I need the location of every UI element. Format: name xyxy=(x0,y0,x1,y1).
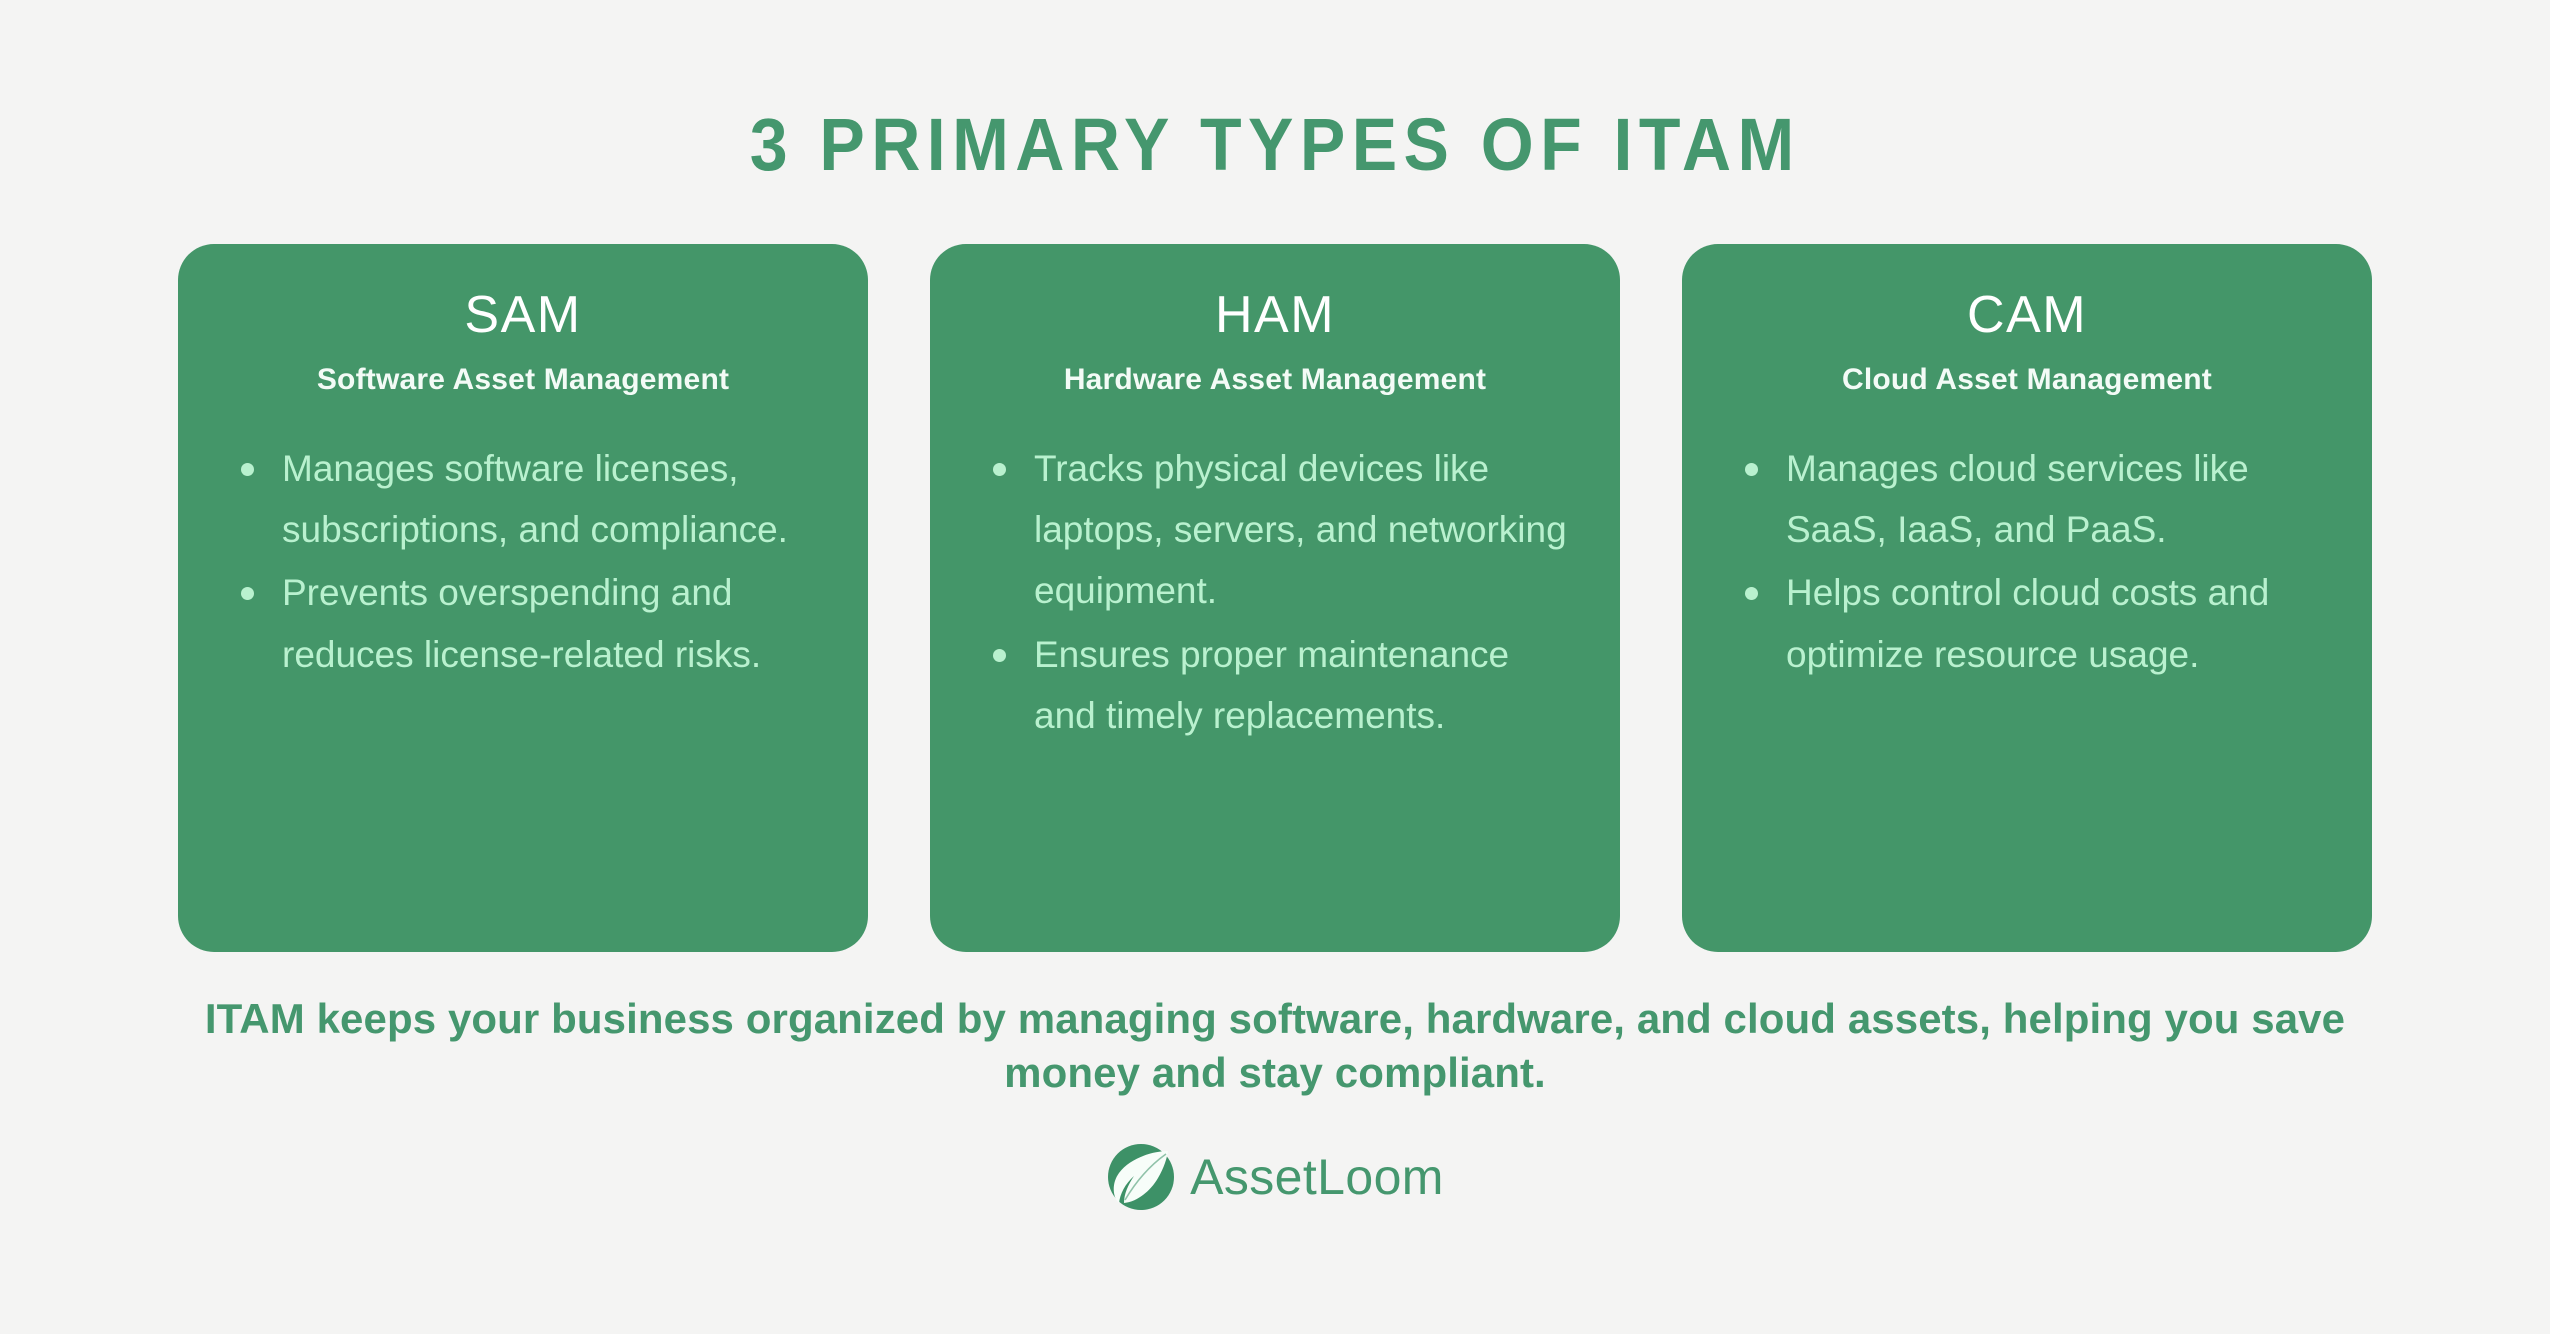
list-item-text: Tracks physical devices like laptops, se… xyxy=(1034,447,1567,612)
card-ham: HAM Hardware Asset Management Tracks phy… xyxy=(930,244,1620,952)
bullet-dot-icon xyxy=(1745,587,1758,601)
card-abbreviation: HAM xyxy=(1214,286,1336,344)
list-item-text: Manages cloud services like SaaS, IaaS, … xyxy=(1786,447,2249,550)
list-item-text: Prevents overspending and reduces licens… xyxy=(282,572,762,675)
list-item-text: Ensures proper maintenance and timely re… xyxy=(1034,633,1510,737)
list-item: Manages software licenses, subscriptions… xyxy=(224,438,822,561)
list-item: Ensures proper maintenance and timely re… xyxy=(976,624,1574,747)
leaf-circle-icon xyxy=(1108,1143,1175,1210)
card-subtitle: Hardware Asset Management xyxy=(1063,362,1487,396)
bullet-dot-icon xyxy=(993,462,1006,476)
list-item-text: Manages software licenses, subscriptions… xyxy=(282,447,788,550)
card-bullet-list: Manages software licenses, subscriptions… xyxy=(224,438,822,688)
card-abbreviation: CAM xyxy=(1966,286,2088,344)
brand-logo: AssetLoom xyxy=(1106,1142,1444,1212)
card-bullet-list: Manages cloud services like SaaS, IaaS, … xyxy=(1728,438,2326,688)
card-sam: SAM Software Asset Management Manages so… xyxy=(178,244,868,952)
bullet-dot-icon xyxy=(241,462,254,476)
list-item-text: Helps control cloud costs and optimize r… xyxy=(1786,572,2270,675)
bullet-dot-icon xyxy=(1745,462,1758,476)
card-bullet-list: Tracks physical devices like laptops, se… xyxy=(976,438,1574,749)
footer-summary-text: ITAM keeps your business organized by ma… xyxy=(204,995,2346,1096)
bullet-dot-icon xyxy=(993,648,1006,662)
itam-type-cards: SAM Software Asset Management Manages so… xyxy=(178,244,2372,952)
card-subtitle: Cloud Asset Management xyxy=(1841,362,2212,396)
card-abbreviation: SAM xyxy=(464,286,582,344)
list-item: Manages cloud services like SaaS, IaaS, … xyxy=(1728,438,2326,561)
bullet-dot-icon xyxy=(241,587,254,601)
list-item: Helps control cloud costs and optimize r… xyxy=(1728,562,2326,685)
card-subtitle: Software Asset Management xyxy=(316,362,730,396)
logo-wordmark: AssetLoom xyxy=(1190,1148,1444,1205)
card-cam: CAM Cloud Asset Management Manages cloud… xyxy=(1682,244,2372,952)
list-item: Prevents overspending and reduces licens… xyxy=(224,562,822,685)
page-title: 3 PRIMARY TYPES OF ITAM xyxy=(749,103,1801,186)
list-item: Tracks physical devices like laptops, se… xyxy=(976,438,1574,622)
